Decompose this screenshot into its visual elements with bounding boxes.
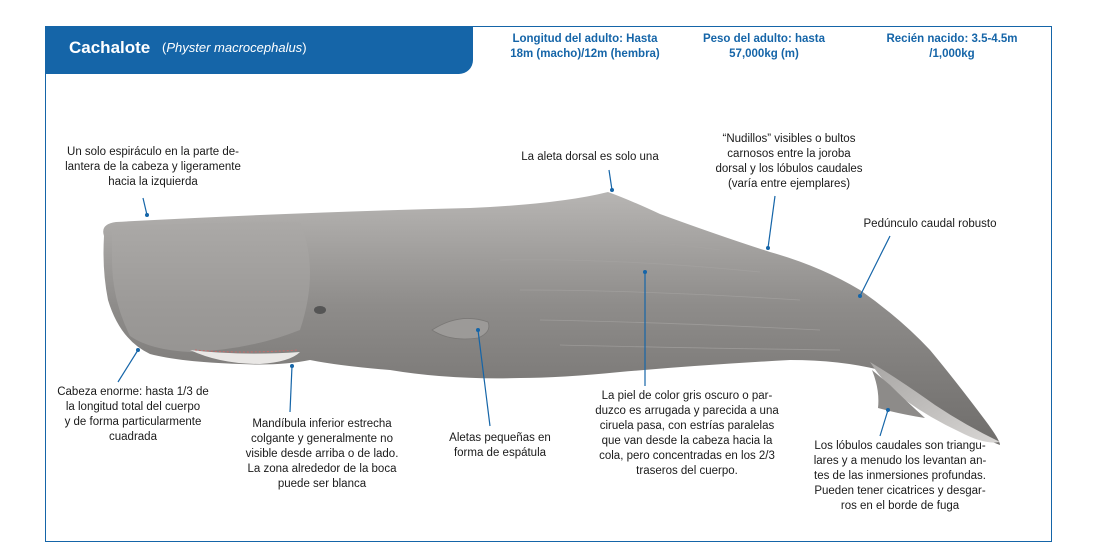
- label-dorsal-fin: La aleta dorsal es solo una: [521, 151, 659, 163]
- species-scientific-name: (Physter macrocephalus): [162, 40, 307, 55]
- whale-eye: [314, 306, 326, 314]
- stat-newborn: Recién nacido: 3.5-4.5m/1,000kg: [886, 33, 1018, 60]
- tail-fluke-lower: [872, 370, 925, 418]
- label-blowhole: Un solo espiráculo en la parte de-lanter…: [65, 146, 241, 188]
- jaw-line: [194, 349, 299, 353]
- species-common-name: Cachalote: [69, 38, 151, 57]
- diagram-frame: [45, 26, 1052, 542]
- whale-body: [103, 192, 1000, 445]
- pectoral-flipper: [431, 318, 490, 340]
- head-highlight: [112, 222, 310, 352]
- tail-fluke: [870, 362, 1000, 443]
- label-skin: La piel de color gris oscuro o par-duzco…: [595, 390, 779, 477]
- lower-jaw: [190, 350, 300, 364]
- frame-top-border: [472, 26, 1052, 27]
- leader-lines: [117, 169, 891, 437]
- skin-wrinkles: [499, 238, 841, 351]
- leader-dots: [136, 188, 890, 412]
- label-flukes: Los lóbulos caudales son triangu-lares y…: [813, 440, 987, 512]
- title-bar: Cachalote (Physter macrocephalus): [45, 26, 473, 74]
- label-peduncle: Pedúnculo caudal robusto: [863, 218, 997, 230]
